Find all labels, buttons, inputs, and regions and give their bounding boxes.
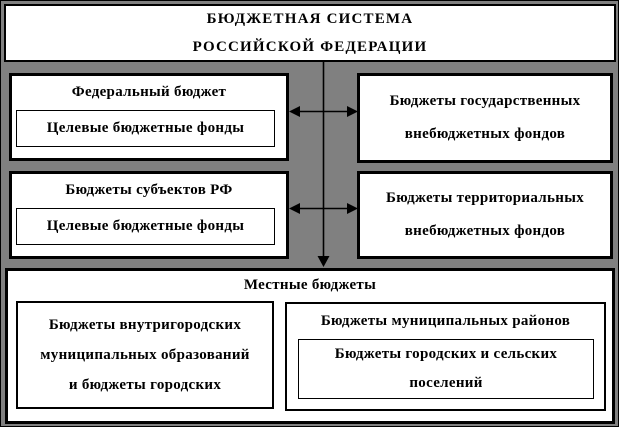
federal-target-funds-label: Целевые бюджетные фонды <box>46 120 245 136</box>
federal-target-funds-box: Целевые бюджетные фонды <box>16 110 275 147</box>
intracity-line-2: муниципальных образований <box>40 347 250 363</box>
title-line-2: РОССИЙСКОЙ ФЕДЕРАЦИИ <box>192 39 428 55</box>
intracity-line-1: Бюджеты внутригородских <box>48 317 242 333</box>
territorial-extrabudgetary-funds-box: Бюджеты территориальных внебюджетных фон… <box>357 171 613 259</box>
settlements-line-1: Бюджеты городских и сельских <box>334 346 558 362</box>
local-budgets-box: Местные бюджеты Бюджеты внутригородских … <box>5 268 615 424</box>
state-funds-line-2: внебюджетных фондов <box>404 126 566 142</box>
subjects-budget-title: Бюджеты субъектов РФ <box>65 182 233 198</box>
title-line-1: БЮДЖЕТНАЯ СИСТЕМА <box>206 11 414 27</box>
vertical-down-arrow <box>317 61 330 267</box>
territorial-funds-line-2: внебюджетных фондов <box>404 223 566 239</box>
intracity-budgets-box: Бюджеты внутригородских муниципальных об… <box>16 301 274 409</box>
settlements-budgets-box: Бюджеты городских и сельских поселений <box>298 339 594 399</box>
municipal-districts-title: Бюджеты муниципальных районов <box>320 312 571 329</box>
municipal-districts-box: Бюджеты муниципальных районов Бюджеты го… <box>285 302 606 411</box>
subjects-target-funds-box: Целевые бюджетные фонды <box>16 208 275 245</box>
settlements-line-2: поселений <box>409 375 483 391</box>
local-budgets-title: Местные бюджеты <box>243 277 377 293</box>
federal-budget-box: Федеральный бюджет Целевые бюджетные фон… <box>9 73 289 161</box>
intracity-line-3: и бюджеты городских <box>68 377 222 393</box>
state-extrabudgetary-funds-box: Бюджеты государственных внебюджетных фон… <box>357 73 613 163</box>
title-box: БЮДЖЕТНАЯ СИСТЕМА РОССИЙСКОЙ ФЕДЕРАЦИИ <box>4 4 616 62</box>
subjects-budget-box: Бюджеты субъектов РФ Целевые бюджетные ф… <box>9 171 289 259</box>
subjects-target-funds-label: Целевые бюджетные фонды <box>46 218 245 234</box>
state-funds-line-1: Бюджеты государственных <box>389 93 581 109</box>
territorial-funds-line-1: Бюджеты территориальных <box>385 190 585 206</box>
double-arrow-top <box>289 106 358 117</box>
federal-budget-title: Федеральный бюджет <box>71 84 227 100</box>
double-arrow-bottom <box>289 203 358 214</box>
